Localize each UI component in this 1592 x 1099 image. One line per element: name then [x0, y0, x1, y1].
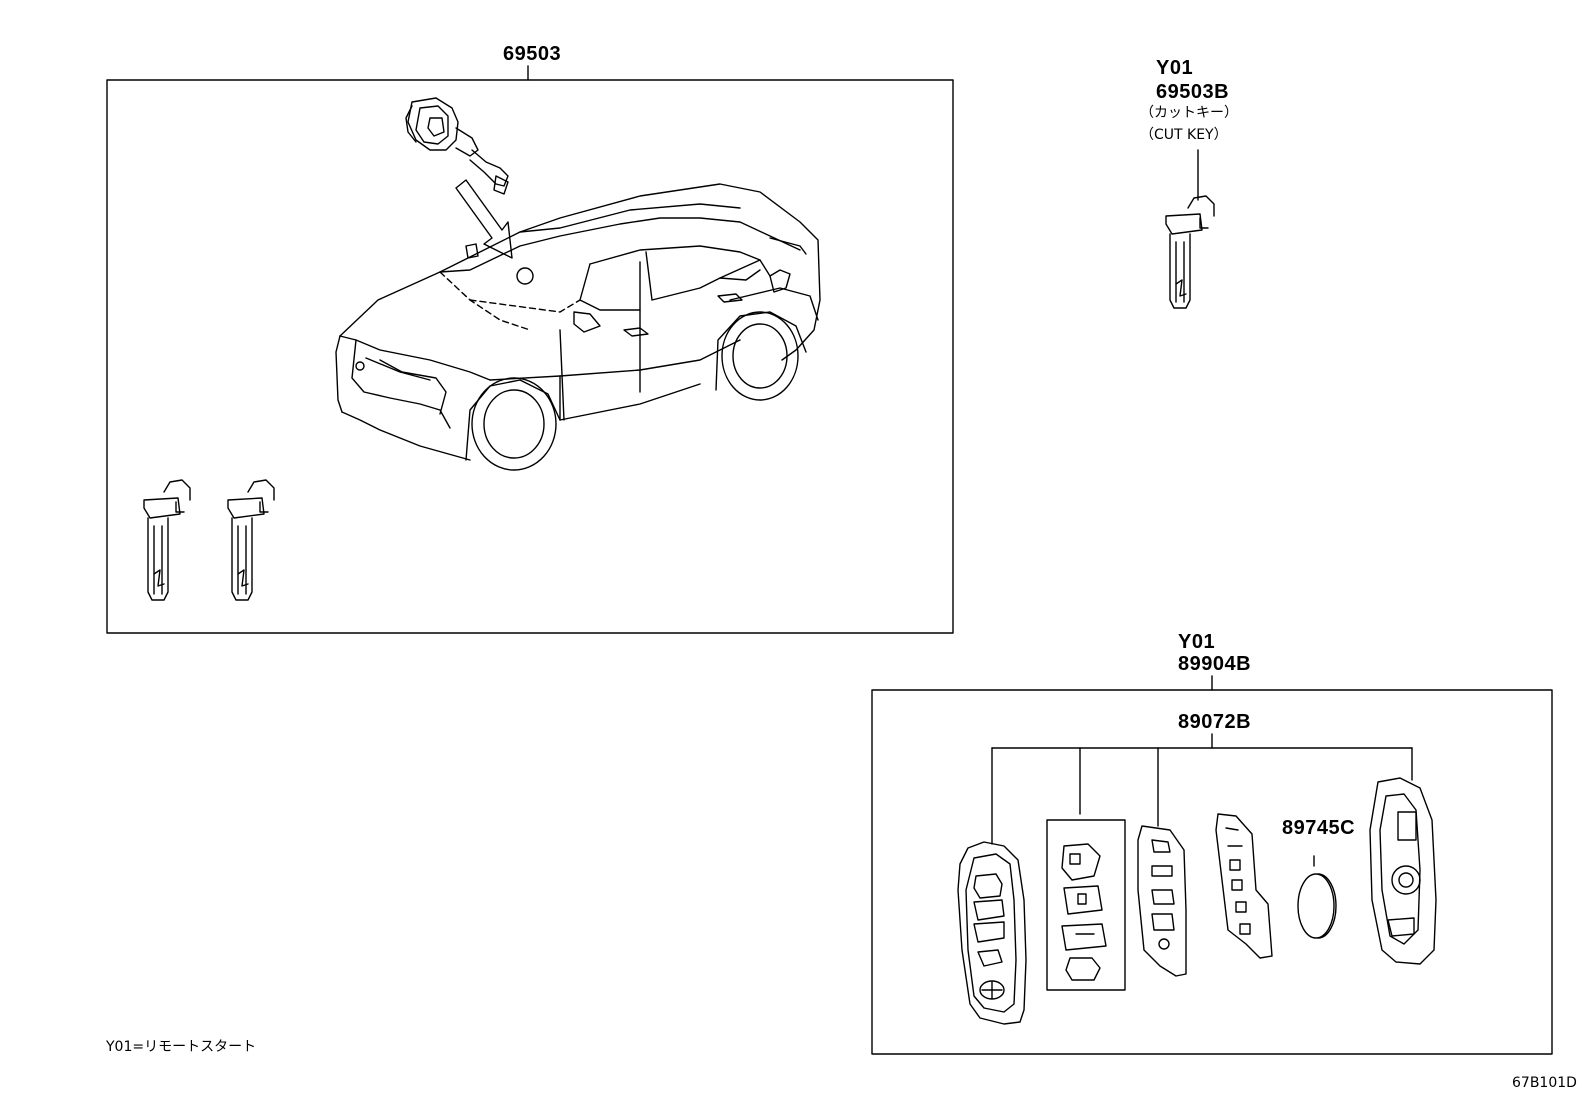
key-blade-2 — [227, 479, 275, 601]
key-blade-1 — [143, 479, 191, 601]
remote-shell-rear — [1369, 777, 1437, 965]
label-remote-code: Y01 — [1178, 631, 1216, 653]
circuit-board — [1215, 813, 1273, 959]
car-outline — [335, 183, 821, 471]
box-69503 — [106, 79, 954, 634]
coin-battery — [1297, 873, 1337, 939]
label-cut-key-jp: （カットキー） — [1140, 105, 1238, 121]
button-pad-box — [1046, 819, 1126, 991]
label-69503B: 69503B — [1156, 81, 1230, 103]
lock-cylinder — [405, 97, 509, 195]
label-cut-key-en: （CUT KEY） — [1140, 127, 1228, 143]
footnote: Y01=リモートスタート — [106, 1039, 257, 1055]
label-89904B: 89904B — [1178, 653, 1252, 675]
button-pad — [1061, 843, 1107, 981]
bracket-89072B — [991, 733, 1413, 867]
location-dot — [516, 267, 534, 285]
inner-cover — [1137, 825, 1187, 977]
label-89745C: 89745C — [1282, 817, 1356, 839]
location-arrow — [455, 179, 513, 259]
label-69503: 69503 — [503, 43, 562, 65]
label-89072B: 89072B — [1178, 711, 1252, 733]
label-cut-key-code: Y01 — [1156, 57, 1194, 79]
diagram-id: 67B101D — [1512, 1075, 1577, 1091]
remote-shell-front — [957, 841, 1027, 1025]
cut-key — [1165, 195, 1215, 309]
